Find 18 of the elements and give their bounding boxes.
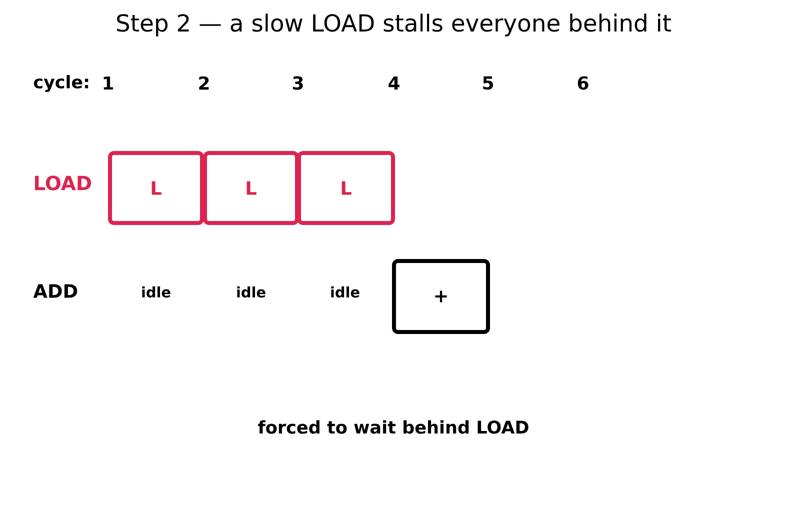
cycle-box: + (392, 259, 490, 334)
note-text: forced to wait behind LOAD (258, 420, 528, 434)
cycle-box: L (108, 151, 204, 225)
status-text: idle (142, 286, 170, 298)
status-text: idle (331, 286, 360, 298)
cycle-number: 2 (199, 76, 209, 90)
cycle-number: 5 (483, 76, 493, 90)
cycle-number: 1 (104, 76, 114, 90)
cycle-box: L (203, 151, 299, 225)
cycle-box: L (297, 151, 395, 225)
cycle-number: 3 (292, 76, 303, 90)
title: Step 2 — a slow LOAD stalls everyone behind it (117, 14, 671, 36)
axis-label: cycle: (34, 74, 88, 92)
row-label: ADD (33, 284, 78, 298)
status-text: idle (237, 286, 266, 298)
cycle-number: 6 (578, 76, 588, 90)
row-label: LOAD (35, 176, 92, 190)
cycle-number: 4 (388, 76, 400, 90)
